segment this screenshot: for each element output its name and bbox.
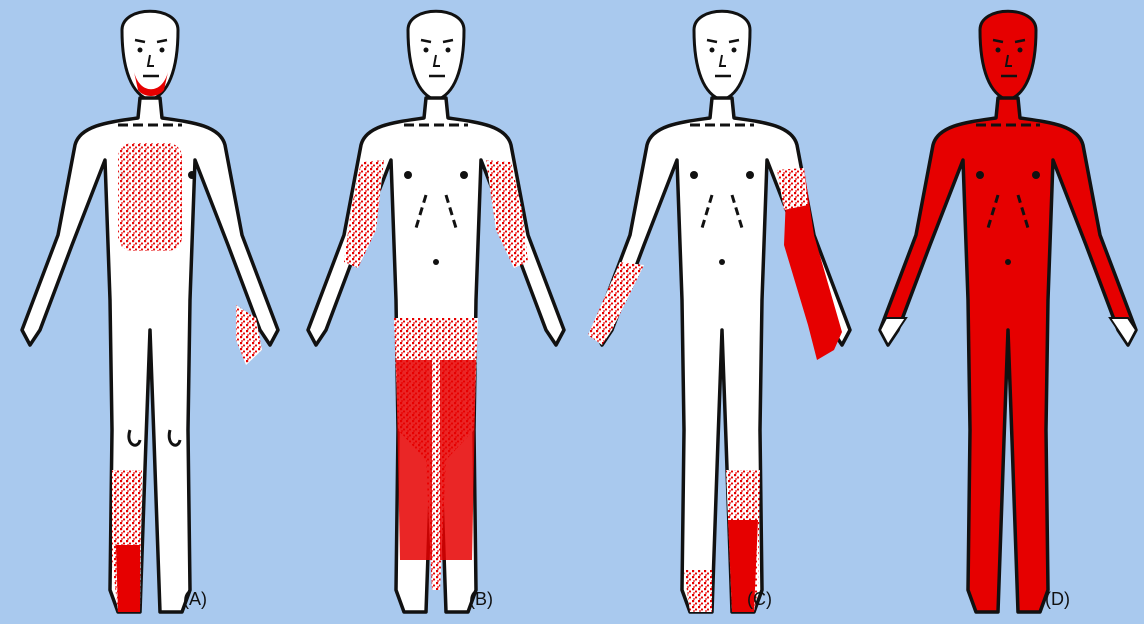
figure-label-c: (C): [747, 589, 772, 610]
body-figure-b: (B): [286, 0, 572, 624]
body-outline: [880, 11, 1136, 612]
body-figure-a: (A): [0, 0, 286, 624]
figure-label-d: (D): [1045, 589, 1070, 610]
body-figure-d-drawing: [858, 0, 1144, 624]
body-figure-c-drawing: [572, 0, 858, 624]
body-figure-b-drawing: [286, 0, 572, 624]
body-figure-a-drawing: [0, 0, 286, 624]
figure-label-a: (A): [183, 589, 207, 610]
body-figure-d: (D): [858, 0, 1144, 624]
figure-label-b: (B): [469, 589, 493, 610]
body-figure-c: (C): [572, 0, 858, 624]
